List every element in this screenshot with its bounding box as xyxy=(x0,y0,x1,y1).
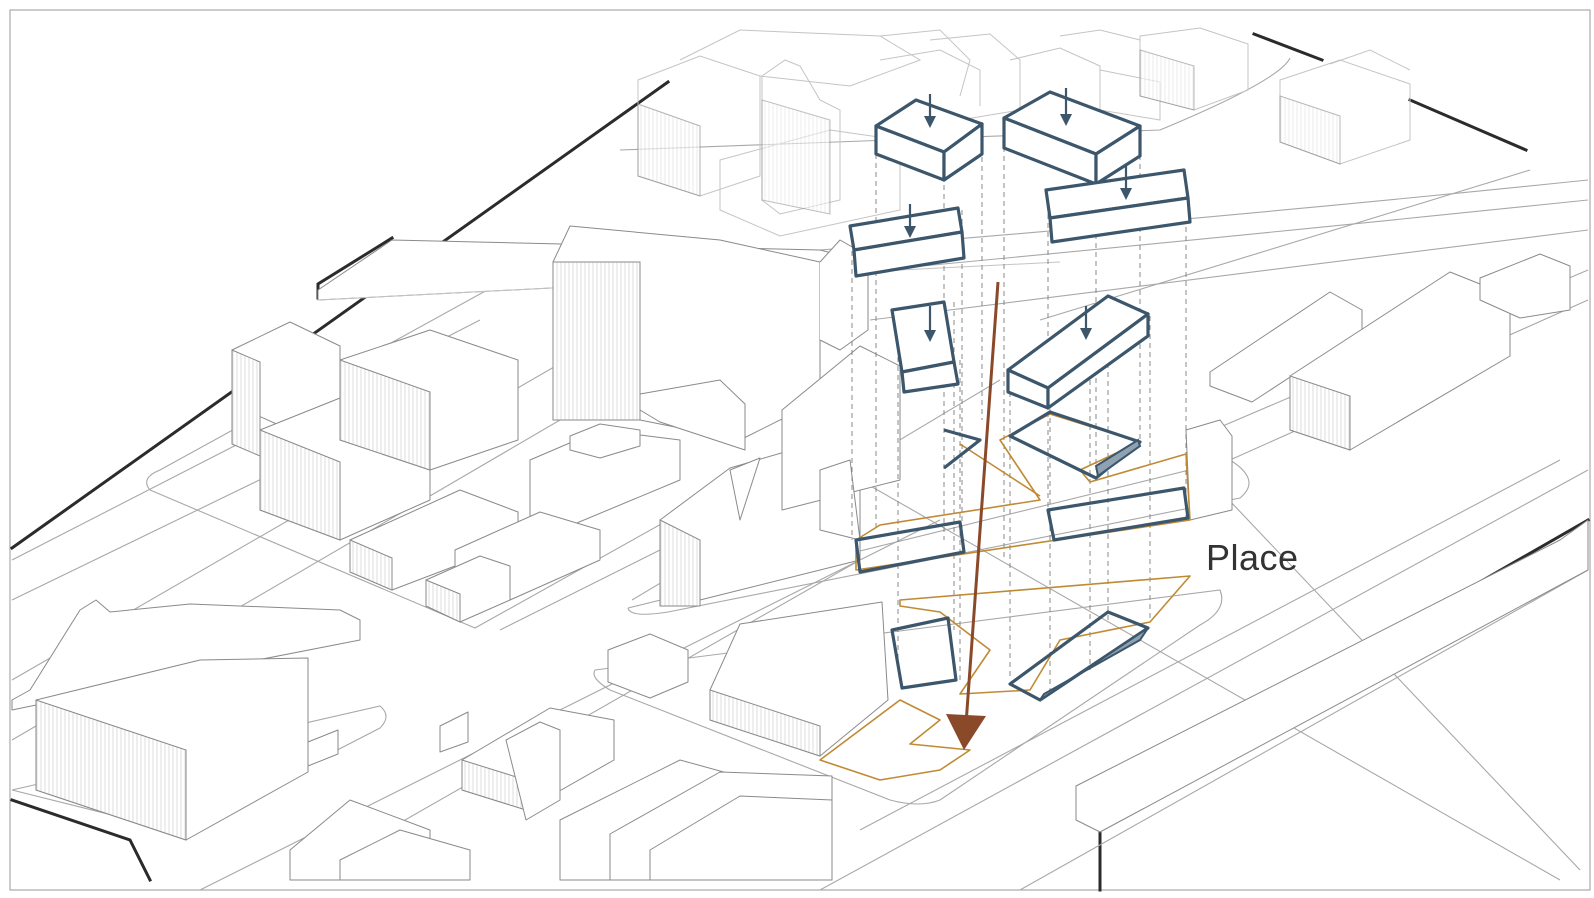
massing-volumes xyxy=(850,92,1190,408)
ground-footprints xyxy=(856,412,1188,700)
footprint-4-fill xyxy=(1040,628,1148,700)
footprint-4 xyxy=(1010,612,1148,700)
massing-volume-5 xyxy=(892,302,958,392)
massing-volume-6 xyxy=(1008,296,1148,408)
massing-volume-2 xyxy=(1004,92,1140,184)
massing-volume-4 xyxy=(1046,170,1190,242)
site-boundary-lower xyxy=(900,576,1190,694)
footprint-3 xyxy=(892,618,956,688)
lower-center-buildings xyxy=(290,602,888,880)
massing-volume-3 xyxy=(850,208,964,276)
lower-left-buildings xyxy=(12,600,360,840)
place-label: Place xyxy=(1206,537,1299,578)
right-block-buildings xyxy=(1076,254,1588,832)
footprint-6 xyxy=(1010,412,1140,478)
